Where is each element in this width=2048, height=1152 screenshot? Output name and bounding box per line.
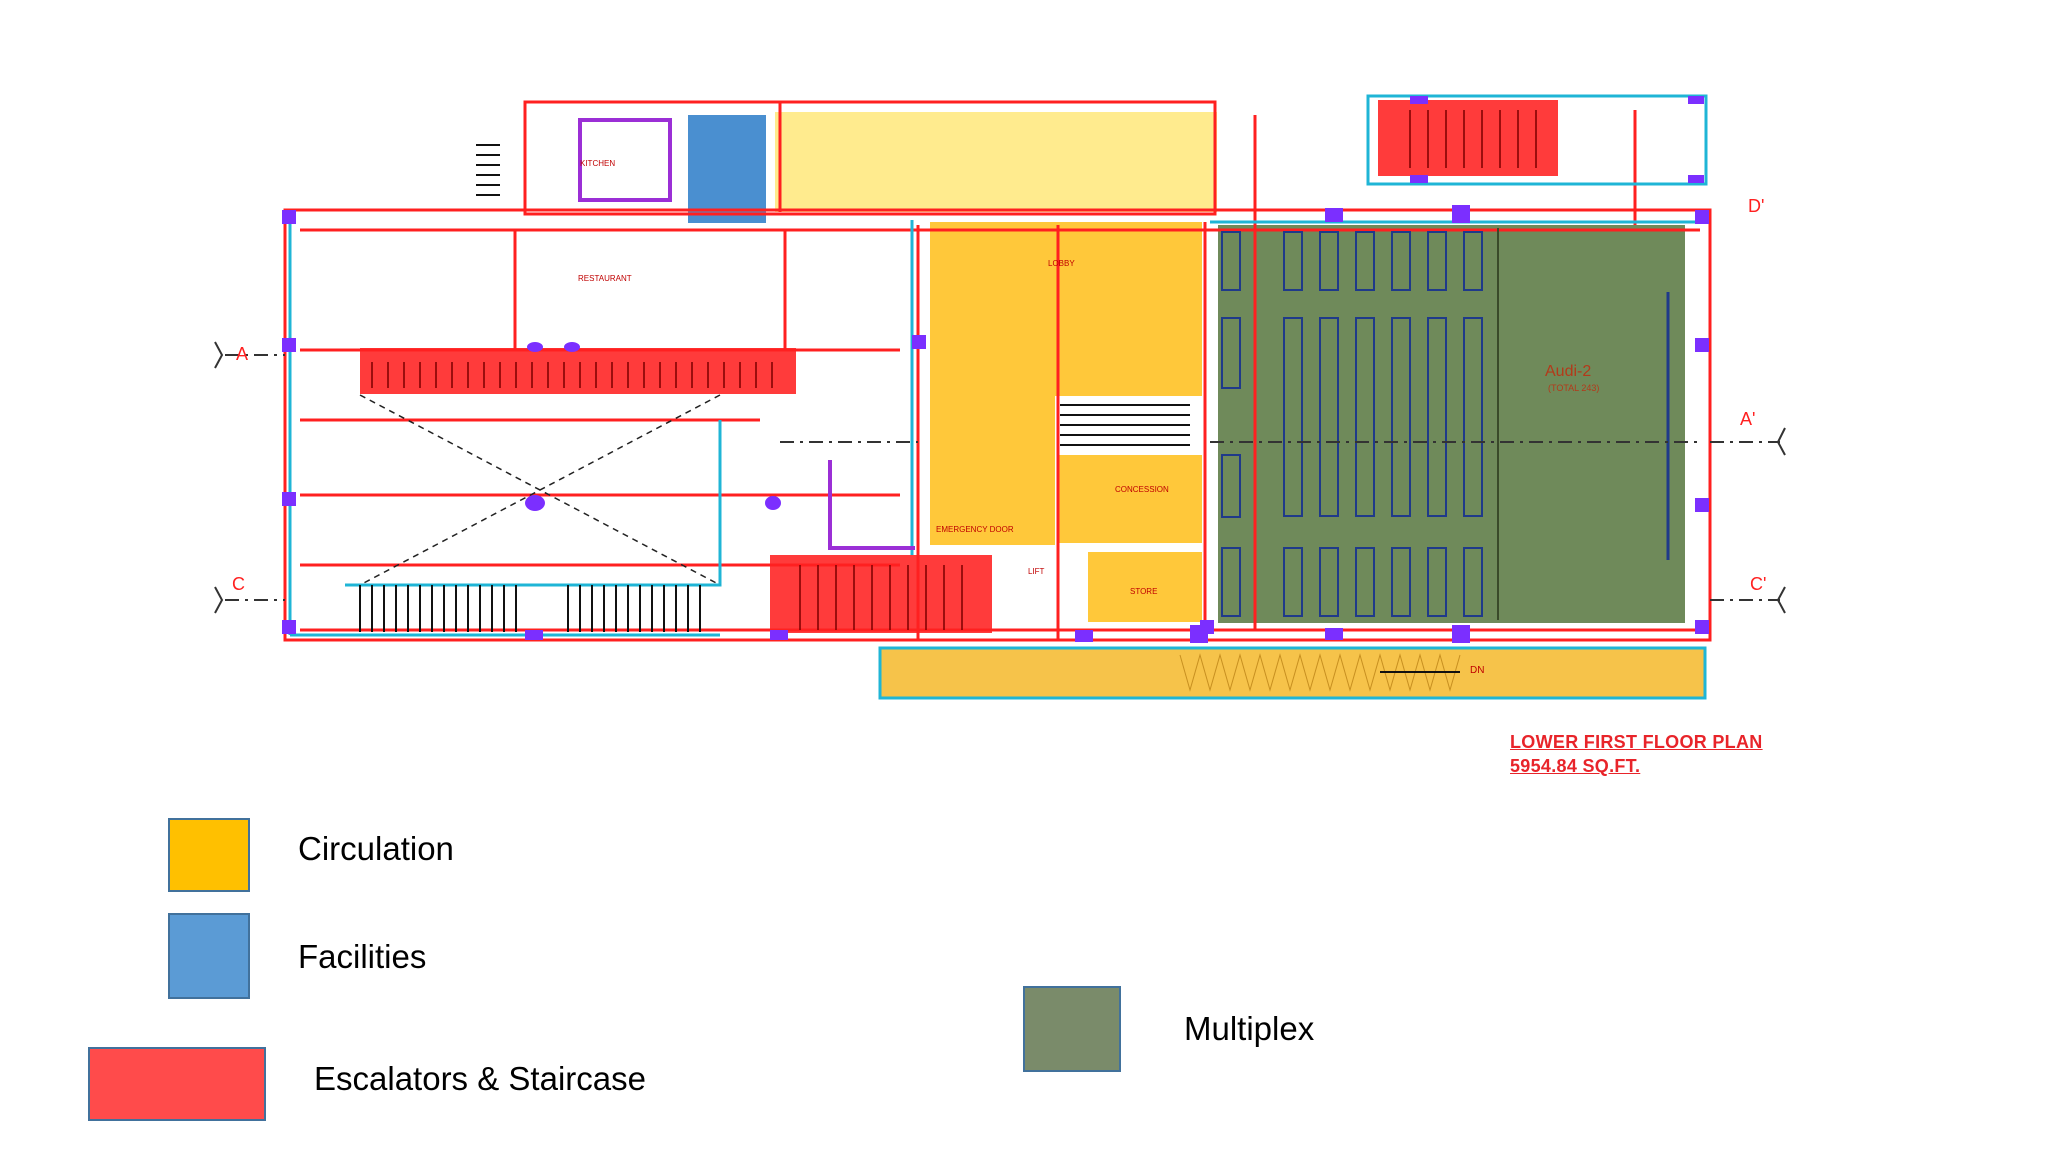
plan-title: LOWER FIRST FLOOR PLAN [1510, 732, 1763, 752]
legend-swatch-circulation [168, 818, 250, 892]
escalator-treads [371, 110, 1537, 630]
legend-label-facilities: Facilities [298, 938, 427, 975]
section-markers [214, 341, 1786, 614]
legend-swatch-multiplex [1023, 986, 1121, 1072]
zone-staircase-bottom [770, 555, 992, 633]
room-label-restaurant: RESTAURANT [578, 274, 632, 283]
audi-seats [1221, 231, 1483, 617]
zone-circulation-top [775, 112, 1217, 212]
legend-label-circulation: Circulation [298, 830, 454, 867]
zone-circulation-concession [1058, 455, 1202, 543]
plan-area: 5954.84 SQ.FT. [1510, 756, 1641, 776]
room-label-lift: LIFT [1028, 567, 1045, 576]
room-label-emergency-door: EMERGENCY DOOR [936, 525, 1014, 534]
zone-escalator-mid [360, 348, 796, 394]
zone-multiplex [1218, 225, 1685, 623]
room-label-concession: CONCESSION [1115, 485, 1169, 494]
zone-circulation-bottom [880, 648, 1705, 698]
zone-circulation-store [1088, 552, 1202, 622]
zone-circulation-lobby [930, 222, 1202, 396]
grid-label-d-prime: D' [1748, 196, 1764, 216]
room-label-lobby: LOBBY [1048, 259, 1075, 268]
grid-label-c-prime: C' [1750, 574, 1766, 594]
zone-circulation-left [930, 390, 1055, 545]
legend-label-multiplex: Multiplex [1184, 1010, 1315, 1047]
structural-columns [282, 96, 1709, 643]
grid-label-c: C [232, 574, 245, 594]
room-label-dn: DN [1470, 665, 1484, 676]
walls-cyan [288, 94, 1708, 700]
zone-facilities [688, 115, 766, 223]
ramp-zigzag [1179, 653, 1461, 692]
legend-swatch-escalators-staircase [88, 1047, 266, 1121]
zone-escalator-top [1378, 100, 1558, 176]
stair-steps [359, 144, 1190, 632]
walls-purple [578, 118, 915, 550]
grid-label-a-prime: A' [1740, 409, 1755, 429]
legend-swatch-facilities [168, 913, 250, 999]
grid-lines [225, 354, 1780, 601]
plan-title-block: LOWER FIRST FLOOR PLAN 5954.84 SQ.FT. [1510, 730, 1763, 778]
void-cross [359, 394, 721, 586]
room-label-store: STORE [1130, 587, 1157, 596]
room-label-kitchen: KITCHEN [580, 159, 615, 168]
room-label-audi: Audi-2 [1545, 363, 1591, 380]
legend-label-escalators-staircase: Escalators & Staircase [314, 1060, 646, 1097]
grid-label-a: A [236, 344, 248, 364]
room-label-audi-total: (TOTAL 243) [1548, 383, 1599, 393]
